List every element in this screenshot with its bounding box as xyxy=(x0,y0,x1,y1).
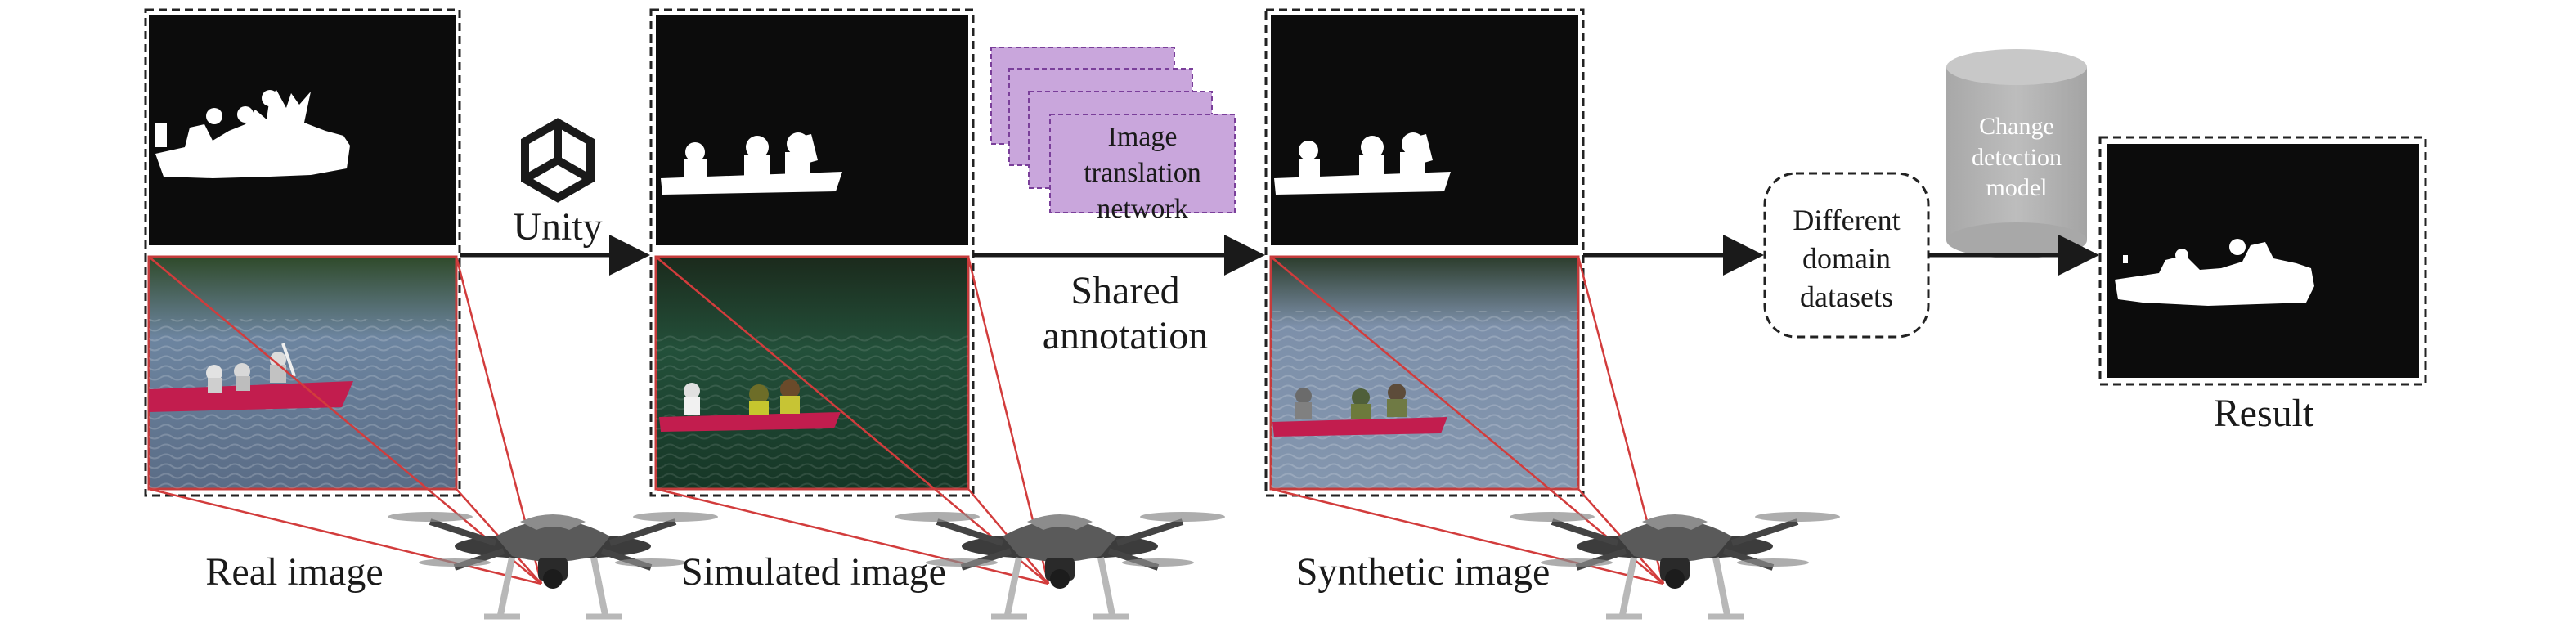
change-detection-label: Change detection model xyxy=(1972,113,2062,201)
simulated-stage-frame xyxy=(649,8,975,497)
translation-network-label: Image translation network xyxy=(1084,122,1201,225)
simulated-mask-panel xyxy=(656,15,968,245)
synthetic-image-label: Synthetic image xyxy=(1295,550,1551,594)
real-stage-frame xyxy=(144,8,461,497)
result-label: Result xyxy=(2213,392,2314,435)
synthetic-boat xyxy=(1272,384,1447,437)
synthetic-mask-silhouette xyxy=(1274,132,1451,195)
real-stage xyxy=(144,8,461,497)
change-detection-cylinder xyxy=(1946,49,2087,258)
simulated-boat xyxy=(659,379,841,432)
synthetic-stage xyxy=(1264,8,1585,497)
result-stage xyxy=(2098,136,2427,386)
result-frame xyxy=(2098,136,2427,386)
shared-annotation-label: Shared annotation xyxy=(1042,269,1209,358)
translation-network xyxy=(990,47,1236,213)
simulated-stage xyxy=(649,8,975,497)
simulated-image-label: Simulated image xyxy=(681,550,946,594)
real-image-label: Real image xyxy=(205,550,384,594)
real-boat xyxy=(149,343,353,412)
synthetic-stage-frame xyxy=(1264,8,1585,497)
unity-label: Unity xyxy=(513,205,603,249)
synthetic-mask-panel xyxy=(1271,15,1578,245)
unity-logo-icon xyxy=(521,118,595,203)
result-mask-silhouette xyxy=(2115,239,2314,306)
simulated-mask-silhouette xyxy=(661,132,842,195)
different-domain-label: Different domain datasets xyxy=(1793,204,1901,313)
real-mask-silhouette xyxy=(155,90,350,178)
translation-network-box xyxy=(1049,114,1236,213)
